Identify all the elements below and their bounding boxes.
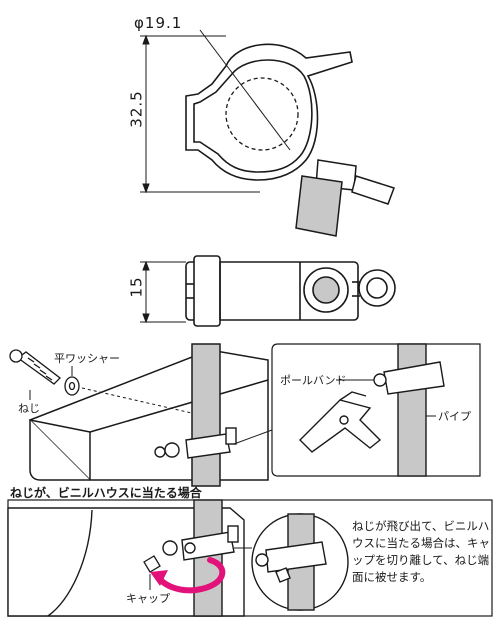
cap-label: キャップ [126,592,170,605]
greenhouse-box [28,349,269,481]
height-label: 32.5 [127,90,146,128]
detail-circle [234,513,349,611]
rotate-arrow [155,557,226,594]
clamp-front-view [185,29,353,181]
width-dimension-line [140,260,186,324]
pipe-main [191,343,221,487]
screw-label: ねじ [18,402,40,415]
cap-front-view [295,159,395,237]
washer-illustration [64,376,80,396]
height-dimension-line [140,34,260,194]
rotate-arrowhead [150,570,168,586]
clamp-top-view [185,255,396,327]
pipe-label: パイプ [438,410,471,423]
callout-pliers [233,343,481,477]
clamp-on-pipe [154,427,237,459]
pole-band-label: ポールバンド [280,374,347,387]
clamp-bottom [162,525,239,561]
screw-illustration [9,349,61,385]
dashed-leader [81,387,197,415]
flat-washer-label: 平ワッシャー [54,352,120,365]
section-heading: ねじが、ビニルハウスに当たる場合 [10,486,202,500]
width-label: 15 [127,276,146,298]
cap-usage-note: ねじが飛び出て、ビニルハウスに当たる場合は、キャップを切り離して、ねじ端面に被せ… [352,519,490,584]
cap-bottom [143,555,161,573]
diameter-label: φ19.1 [134,14,183,32]
